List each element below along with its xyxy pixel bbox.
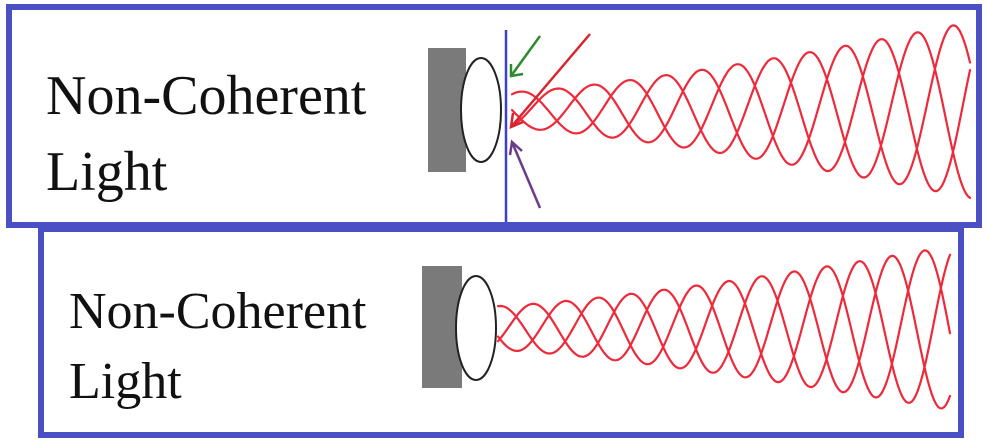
light-source-icon — [428, 48, 466, 172]
wave-line — [496, 253, 952, 404]
diagram-panel-top: Non-Coherent Light — [6, 4, 982, 228]
arrow-green — [509, 35, 542, 77]
wave-line — [496, 249, 952, 399]
lens-icon — [455, 275, 497, 381]
wave-line — [510, 37, 972, 193]
wave-line — [496, 254, 952, 410]
light-illustration — [422, 249, 952, 410]
arrow-purple — [510, 141, 542, 209]
incident-arrows — [508, 33, 591, 209]
diagram-panel-bottom: Non-Coherent Light — [38, 226, 964, 438]
label-line1: Non-Coherent — [69, 283, 367, 340]
light-illustration — [428, 24, 972, 222]
sine-waves-icon — [510, 24, 972, 199]
wave-line — [510, 24, 972, 186]
arrowhead-purple — [508, 139, 523, 156]
arrowhead-red — [509, 112, 524, 129]
arrow-red — [510, 33, 591, 128]
label-line2: Light — [46, 141, 168, 203]
wave-line — [510, 31, 972, 199]
arrowhead-green — [509, 64, 524, 78]
lens-icon — [460, 57, 502, 163]
label-line1: Non-Coherent — [46, 65, 367, 127]
sine-waves-icon — [496, 249, 952, 410]
label-line2: Light — [69, 353, 182, 410]
